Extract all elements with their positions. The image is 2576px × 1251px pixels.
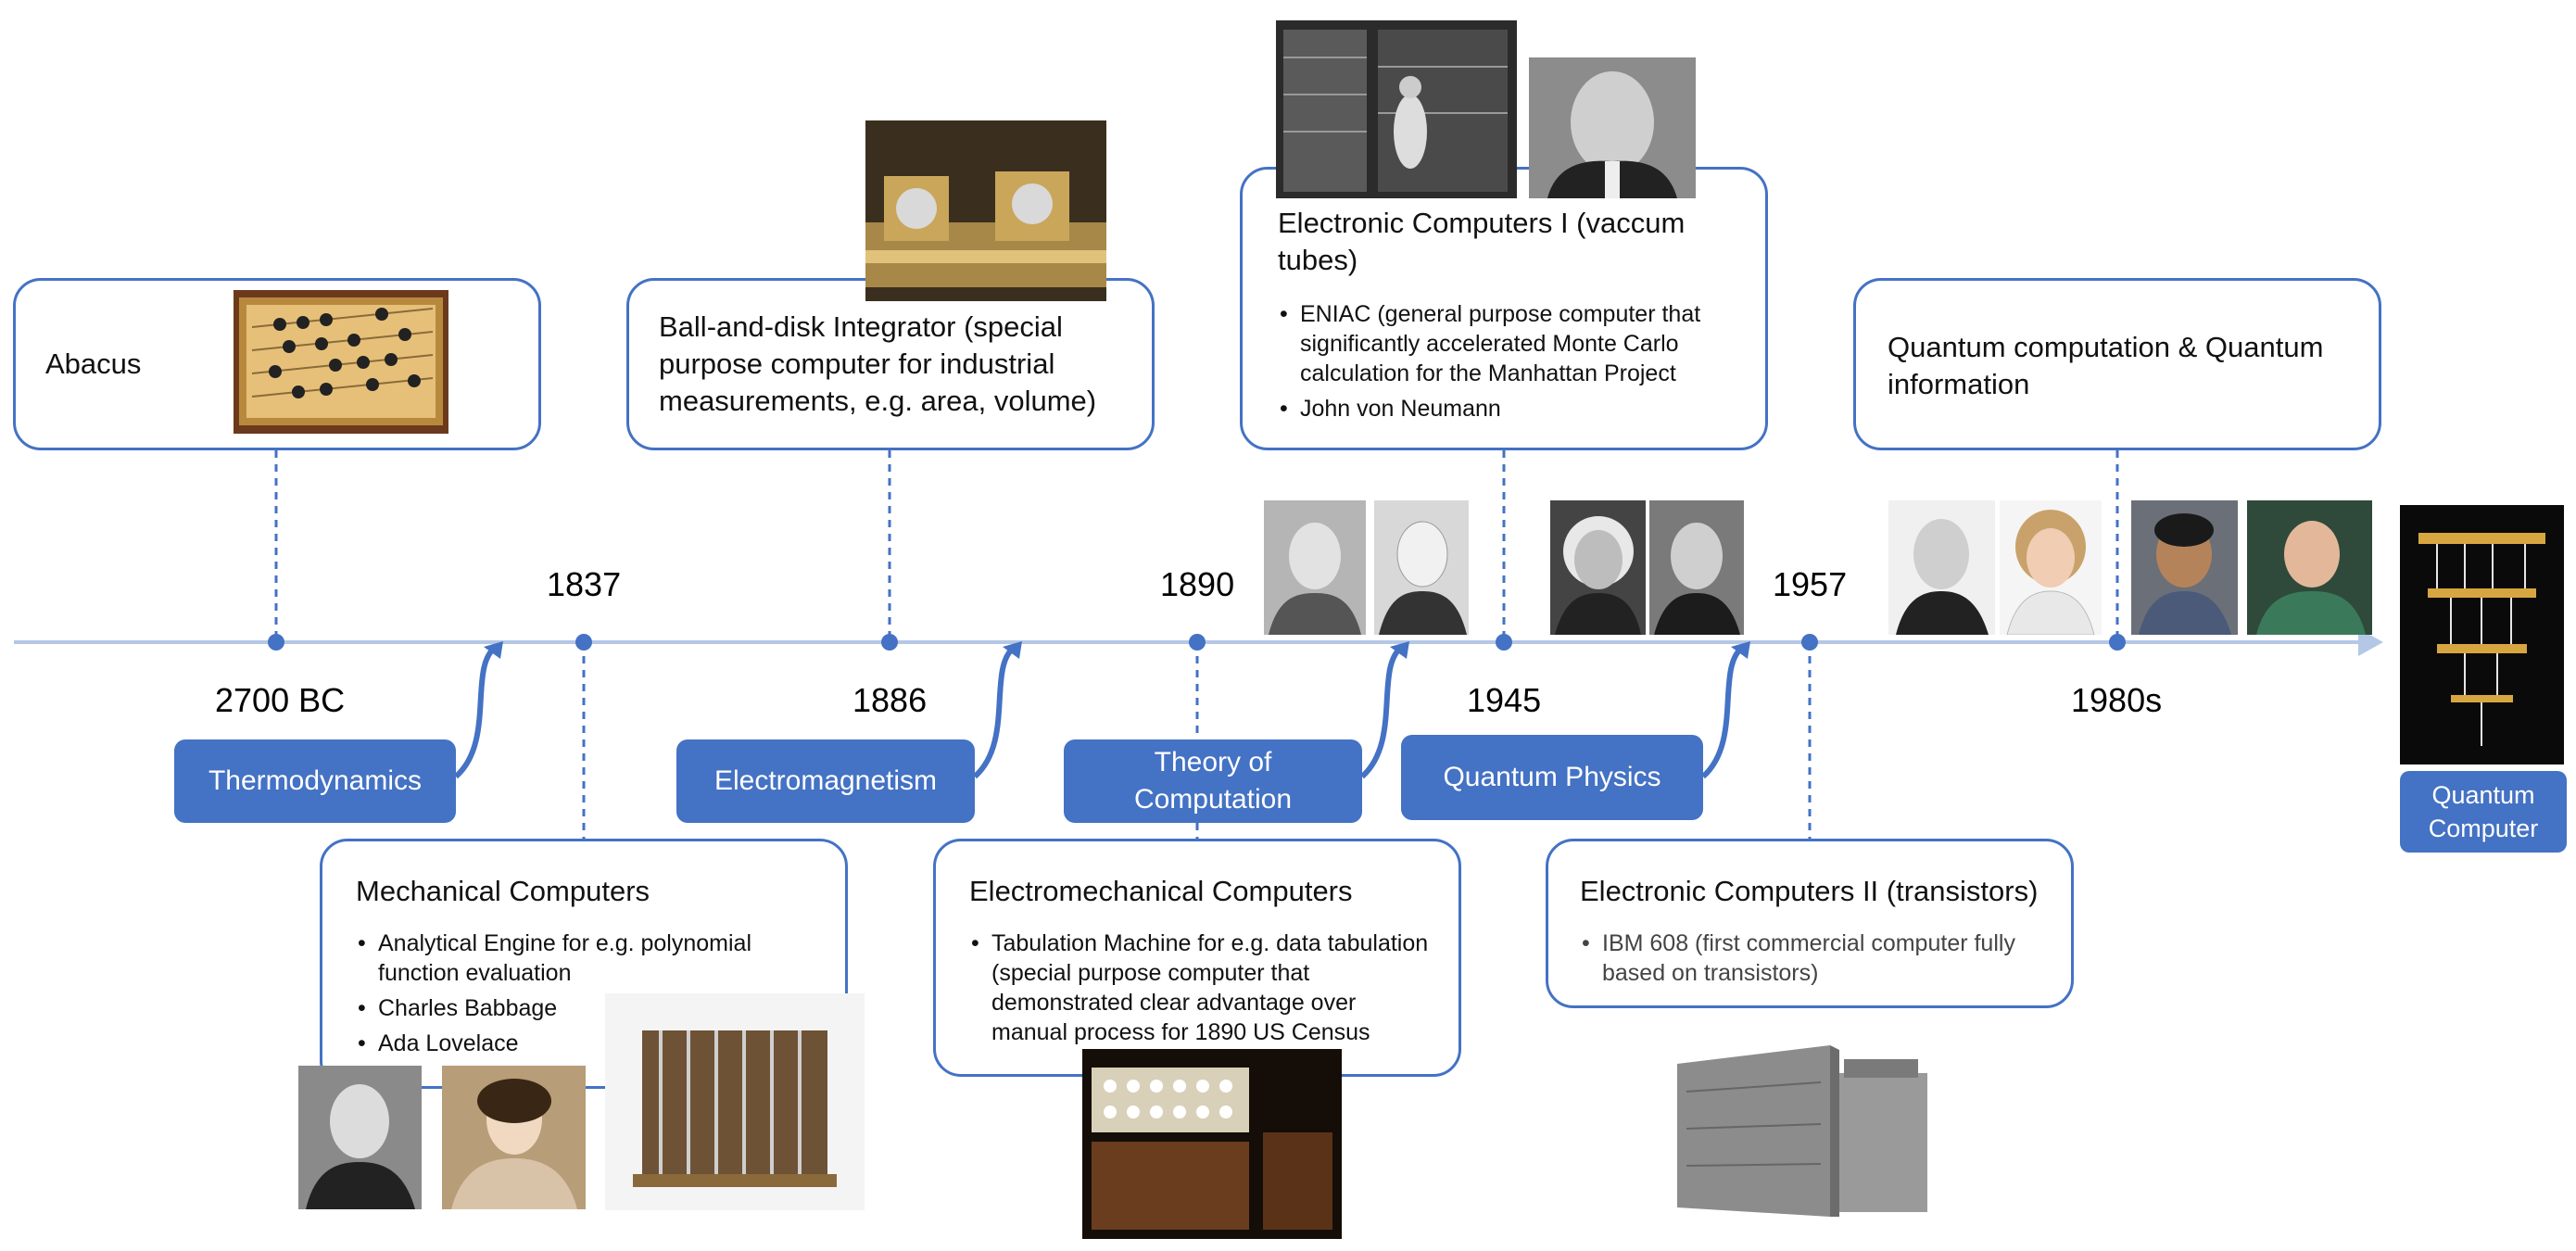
event-box-electronic2: Electronic Computers II (transistors) IB… [1546,839,2074,1008]
church-photo [1374,500,1469,635]
bullet-item: Charles Babbage [356,993,801,1023]
arrowhead-thermodynamics [484,641,503,659]
field-thermodynamics: Thermodynamics [174,739,456,823]
year-1945: 1945 [1467,681,1542,719]
dot-2700bc [268,634,284,651]
field-electromagnetism: Electromagnetism [676,739,975,823]
bullet-item: Tabulation Machine for e.g. data tabulat… [969,929,1433,1047]
ball-and-disk-integrator-photo [865,120,1106,301]
event-title: Electronic Computers I (vaccum tubes) [1278,207,1686,276]
event-title: Ball-and-disk Integrator (special purpos… [659,310,1097,417]
arrowhead-theory [1390,641,1409,659]
shor-photo [2131,500,2238,635]
lovelace-photo [442,1066,586,1209]
feynman-photo [1888,500,1995,635]
arrow-quantum-physics [1700,644,1746,779]
von-neumann-photo [1529,57,1696,198]
event-box-integrator: Ball-and-disk Integrator (special purpos… [626,278,1155,450]
arrowhead-quantum-physics [1731,641,1750,659]
bullet-list: Analytical Engine for e.g. polynomial fu… [356,929,801,1064]
dot-1886 [881,634,898,651]
ibm-608-photo [1673,1036,1932,1221]
year-1837: 1837 [547,565,622,603]
bullet-item: Ada Lovelace [356,1029,801,1058]
event-title: Quantum computation & Quantum informatio… [1888,331,2324,400]
bullet-list: IBM 608 (first commercial computer fully… [1580,929,2043,993]
event-title: Mechanical Computers [356,875,650,907]
year-1886: 1886 [852,681,928,719]
quantum-computer-photo [2400,505,2564,764]
bullet-list: Tabulation Machine for e.g. data tabulat… [969,929,1433,1053]
bohr-photo [1649,500,1744,635]
year-1980s: 1980s [2071,681,2163,719]
dot-1837 [575,634,592,651]
dot-1945 [1496,634,1512,651]
dot-1890 [1189,634,1206,651]
bullet-item: ENIAC (general purpose computer that sig… [1278,299,1750,388]
deutsch-photo [2000,500,2102,635]
field-quantum-computer: Quantum Computer [2400,771,2567,853]
dot-1957 [1801,634,1818,651]
bullet-item: John von Neumann [1278,394,1750,423]
event-title: Electronic Computers II (transistors) [1580,875,2039,907]
tabulating-machine-photo [1082,1049,1342,1239]
eniac-photo [1276,20,1517,198]
event-title: Abacus [45,348,142,380]
arrow-electromagnetism [972,644,1017,779]
year-2700bc: 2700 BC [215,681,346,719]
year-1957: 1957 [1773,565,1848,603]
einstein-photo [1550,500,1646,635]
dot-1980s [2109,634,2126,651]
event-box-quantum-info: Quantum computation & Quantum informatio… [1853,278,2381,450]
arrowhead-electromagnetism [1003,641,1022,659]
abacus-photo [234,290,448,434]
arrow-theory [1359,644,1405,779]
arrow-thermodynamics [453,644,499,779]
event-title: Electromechanical Computers [969,875,1353,907]
bullet-item: IBM 608 (first commercial computer fully… [1580,929,2043,988]
event-box-electronic1: Electronic Computers I (vaccum tubes) EN… [1240,167,1768,450]
event-box-electromechanical: Electromechanical Computers Tabulation M… [933,839,1461,1077]
timeline-arrowhead [2358,628,2383,656]
year-1890: 1890 [1160,565,1235,603]
field-quantum-physics: Quantum Physics [1401,735,1703,820]
turing-photo [1264,500,1366,635]
bullet-item: Analytical Engine for e.g. polynomial fu… [356,929,801,988]
field-theory-of-computation: Theory of Computation [1064,739,1362,823]
analytical-engine-photo [605,993,865,1210]
babbage-photo [298,1066,422,1209]
grover-photo [2247,500,2372,635]
bullet-list: ENIAC (general purpose computer that sig… [1278,299,1750,429]
